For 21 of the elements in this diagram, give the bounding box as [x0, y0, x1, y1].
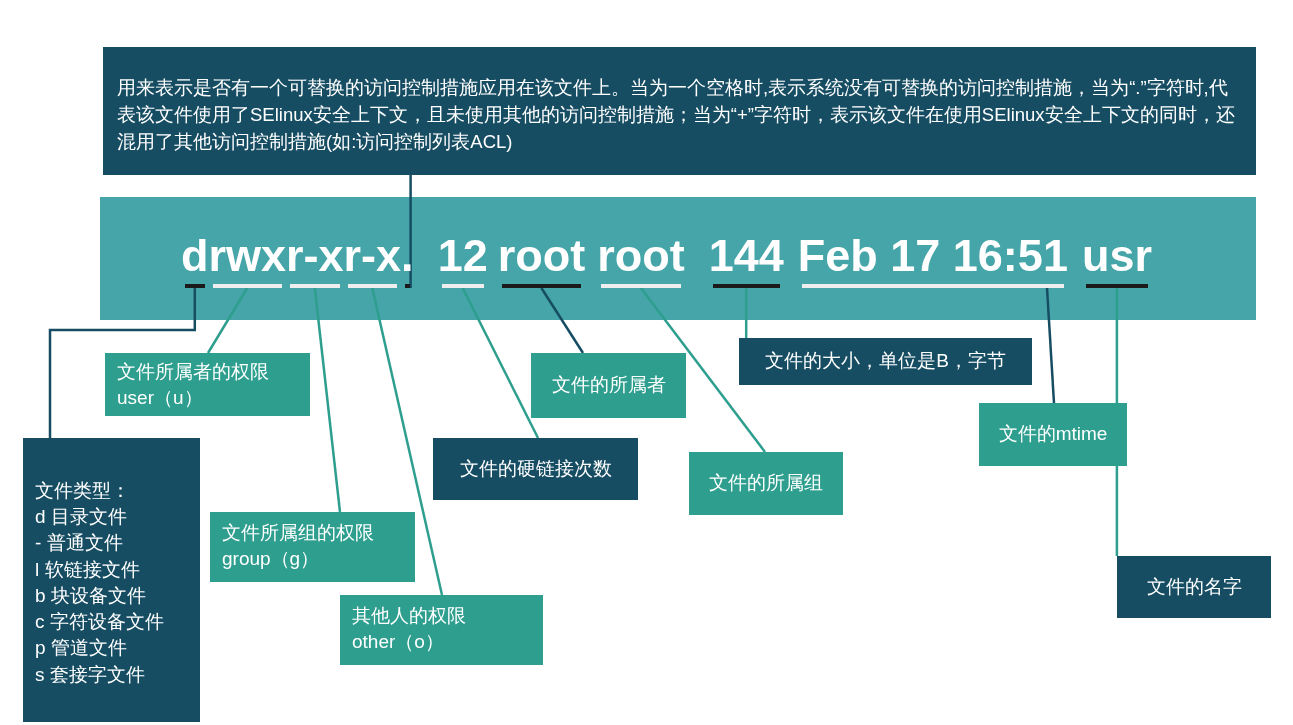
- callout-box: 文件的名字: [1117, 556, 1271, 618]
- leader-line: [461, 287, 540, 439]
- callout-box: 文件的所属者: [531, 353, 686, 418]
- callout-box: 文件的硬链接次数: [433, 438, 638, 500]
- leader-line: [313, 287, 342, 513]
- leader-line: [1045, 287, 1056, 404]
- leader-line: [540, 287, 585, 354]
- callout-box: 文件类型： d 目录文件 - 普通文件 l 软链接文件 b 块设备文件 c 字符设备文件 p 管道文件 s 套接字文件: [23, 438, 200, 722]
- leader-line: [206, 287, 249, 354]
- leader-line: [744, 288, 748, 338]
- callout-box: 文件所属者的权限 user（u）: [105, 353, 310, 416]
- callout-box: 其他人的权限 other（o）: [340, 595, 543, 665]
- callout-box: 文件的大小，单位是B，字节: [739, 338, 1032, 385]
- leader-line: [639, 287, 766, 453]
- leader-line: [1115, 288, 1119, 556]
- leader-line: [48, 288, 197, 438]
- leader-line: [371, 287, 444, 596]
- description-box: 用来表示是否有一个可替换的访问控制措施应用在该文件上。当为一个空格时,表示系统没有可替换的访问控制措施，当为“.”字符时,代表该文件使用了SElinux安全上下文，且未使用其他的访问控制措施；当为“+”字符时，表示该文件在使用SElinux安全上下文的同时，还混用了其他访问控制措施(如:访问控制列表ACL): [103, 47, 1256, 175]
- callout-box: 文件的mtime: [979, 403, 1127, 466]
- callout-box: 文件的所属组: [689, 452, 843, 515]
- callout-box: 文件所属组的权限 group（g）: [210, 512, 415, 582]
